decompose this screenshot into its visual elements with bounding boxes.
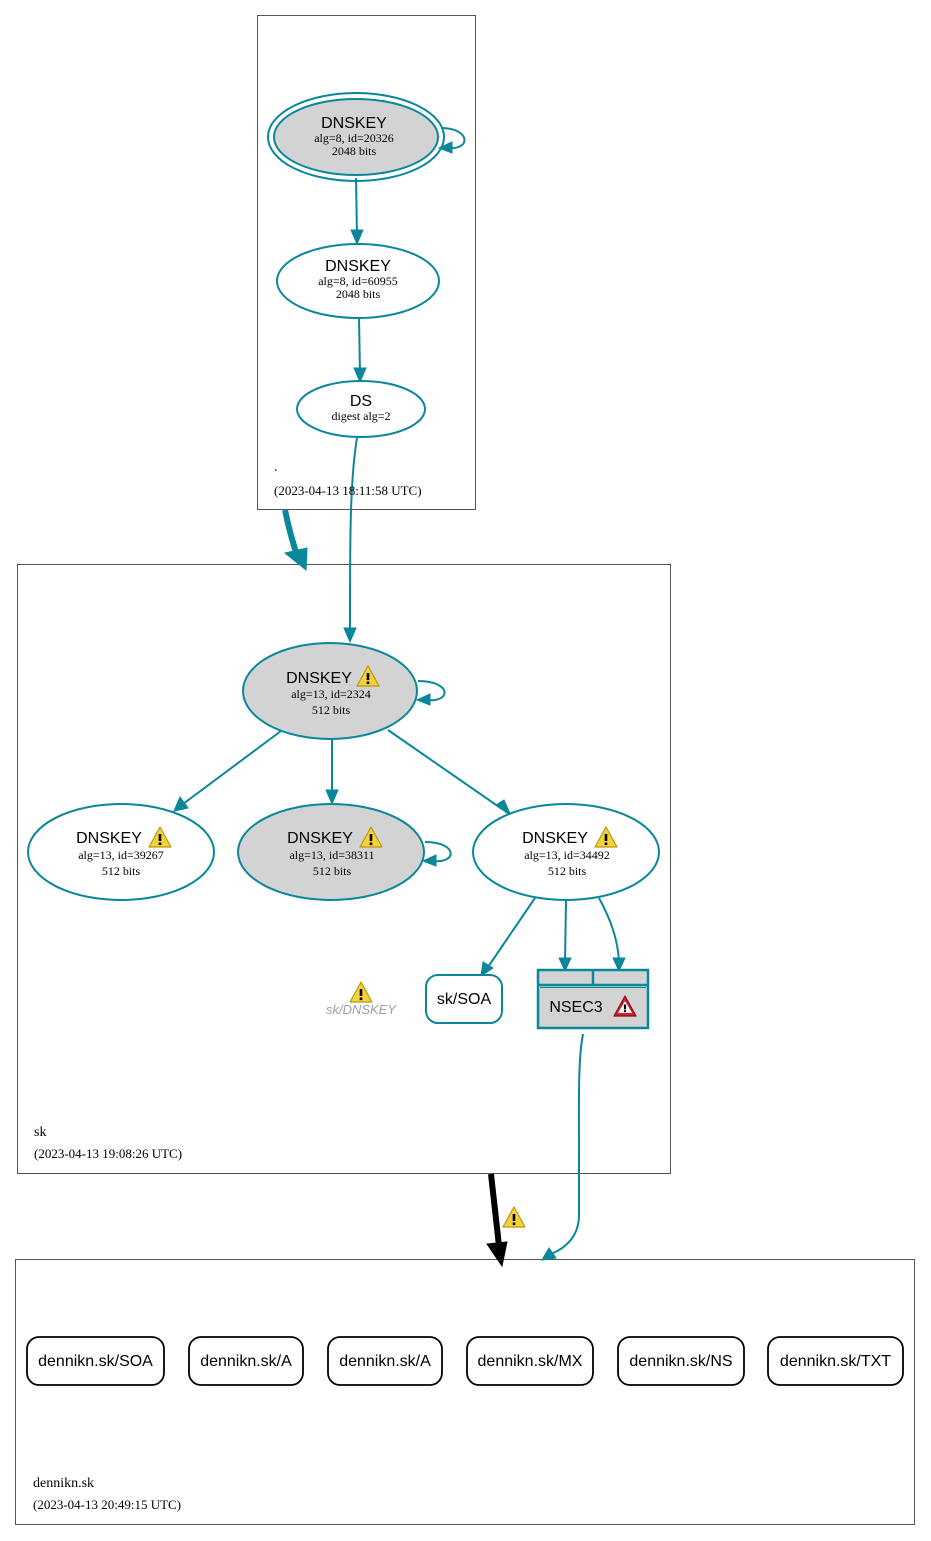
edge-zsk-ds — [358, 317, 361, 375]
arrowhead — [343, 627, 357, 644]
self-loop-root-ksk — [440, 127, 466, 150]
root-ksk-line1: alg=8, id=20326 — [314, 131, 394, 145]
sk-dnskey-ghost-label: sk/DNSKEY — [326, 1002, 397, 1017]
warning-icon — [349, 981, 373, 1003]
record-node[interactable] — [767, 1336, 904, 1386]
record-node[interactable] — [26, 1336, 165, 1386]
sk-key2-line1: alg=13, id=38311 — [289, 848, 374, 862]
sk-soa-label: sk/SOA — [437, 991, 492, 1008]
sk-soa-node[interactable] — [425, 974, 503, 1024]
arrowhead — [415, 693, 431, 706]
delegation-sk-dennikn-arrowhead — [486, 1241, 508, 1268]
self-loop-sk-key2 — [424, 841, 452, 863]
arrowhead — [353, 367, 367, 384]
arrowhead — [421, 854, 437, 867]
delegation-sk-dennikn — [488, 1173, 502, 1247]
delegation-root-sk-arrowhead — [283, 547, 308, 572]
sk-key1-line2: 512 bits — [102, 864, 141, 878]
arrowhead — [558, 957, 572, 973]
record-label: dennikn.sk/TXT — [780, 1353, 891, 1370]
zone-dennikn-timestamp: (2023-04-13 20:49:15 UTC) — [33, 1497, 181, 1512]
root-ksk-node[interactable] — [273, 98, 439, 176]
edge-nsec3-dennikn — [550, 1033, 584, 1255]
sk-key3-node[interactable] — [472, 803, 660, 901]
record-label: dennikn.sk/A — [339, 1353, 431, 1370]
zone-dennikn-label: dennikn.sk — [33, 1476, 94, 1491]
record-list: dennikn.sk/SOA dennikn.sk/A dennikn.sk/A… — [26, 1336, 904, 1386]
root-zsk-line1: alg=8, id=60955 — [318, 274, 398, 288]
edge-sk-ksk-key1 — [182, 730, 282, 805]
record-node[interactable] — [327, 1336, 443, 1386]
warning-icon — [502, 1206, 526, 1228]
sk-key2-line2: 512 bits — [313, 864, 352, 878]
arrowhead — [173, 795, 189, 812]
edge-sk-ksk-key3 — [387, 729, 503, 810]
sk-key1-title: DNSKEY — [76, 830, 142, 847]
root-zsk-title: DNSKEY — [325, 258, 391, 275]
edge-key3-nsec3-b — [598, 897, 620, 963]
edge-ds-sk-ksk — [349, 437, 358, 632]
root-ds-title: DS — [350, 393, 372, 410]
self-loop-sk-ksk — [417, 680, 446, 702]
root-ksk-line2: 2048 bits — [332, 144, 377, 158]
arrowhead — [495, 799, 513, 818]
edge-key3-nsec3-a — [564, 900, 567, 963]
sk-nsec3-label: NSEC3 — [549, 999, 602, 1016]
root-ksk-outer-ring — [267, 92, 445, 182]
root-ksk-title: DNSKEY — [321, 115, 387, 132]
sk-key3-title: DNSKEY — [522, 830, 588, 847]
record-node[interactable] — [188, 1336, 304, 1386]
record-node[interactable] — [466, 1336, 594, 1386]
record-label: dennikn.sk/NS — [629, 1353, 732, 1370]
sk-key2-title: DNSKEY — [287, 830, 353, 847]
zone-dennikn — [15, 1259, 915, 1525]
record-label: dennikn.sk/A — [200, 1353, 292, 1370]
sk-key3-line1: alg=13, id=34492 — [524, 848, 610, 862]
edge-ksk-zsk — [355, 177, 358, 237]
root-ds-line1: digest alg=2 — [331, 409, 390, 423]
root-zsk-line2: 2048 bits — [336, 287, 381, 301]
record-node[interactable] — [617, 1336, 745, 1386]
zone-sk-timestamp: (2023-04-13 19:08:26 UTC) — [34, 1146, 182, 1161]
arrowhead — [437, 141, 453, 154]
arrowhead — [541, 1247, 557, 1261]
sk-key1-node[interactable] — [27, 803, 215, 901]
record-label: dennikn.sk/MX — [478, 1353, 583, 1370]
sk-ksk-title: DNSKEY — [286, 670, 352, 687]
sk-ksk-line1: alg=13, id=2324 — [291, 687, 371, 701]
zone-root-timestamp: (2023-04-13 18:11:58 UTC) — [274, 483, 422, 498]
sk-ksk-node[interactable] — [242, 642, 418, 740]
root-ds-node[interactable] — [296, 380, 426, 438]
zone-sk-label: sk — [34, 1125, 46, 1140]
record-label: dennikn.sk/SOA — [38, 1353, 153, 1370]
sk-nsec3-node[interactable] — [536, 968, 650, 1030]
zone-sk — [17, 564, 671, 1174]
zone-root — [257, 15, 476, 510]
arrowhead — [612, 957, 626, 973]
arrowhead — [325, 789, 339, 806]
sk-key2-node[interactable] — [237, 803, 425, 901]
arrowhead — [480, 961, 494, 978]
sk-key1-line1: alg=13, id=39267 — [78, 848, 164, 862]
zone-root-label: . — [274, 460, 278, 475]
sk-ksk-line2: 512 bits — [312, 703, 351, 717]
arrowhead — [350, 229, 364, 246]
edge-key3-soa — [487, 897, 536, 968]
sk-key3-line2: 512 bits — [548, 864, 587, 878]
root-zsk-node[interactable] — [276, 243, 440, 319]
